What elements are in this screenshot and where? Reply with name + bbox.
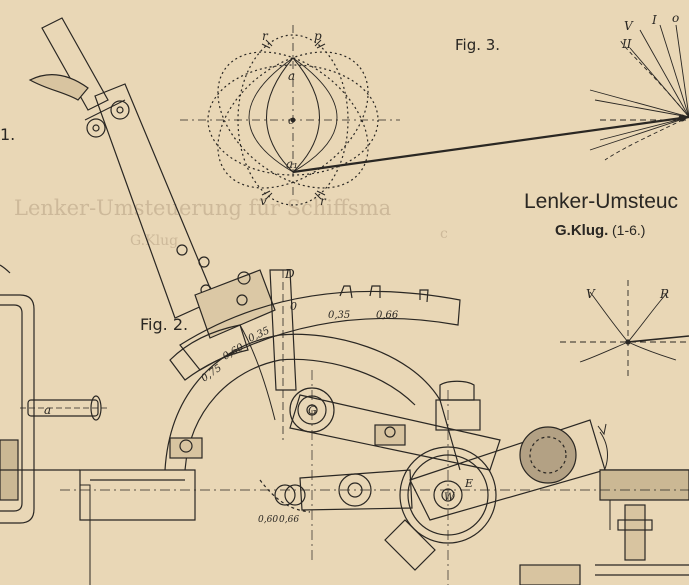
fig1-machine-part bbox=[0, 264, 110, 524]
fan2-label-R: R bbox=[659, 287, 669, 301]
fig1-label-a: a bbox=[44, 403, 51, 417]
fig2-arc-060: 0,60 bbox=[221, 342, 246, 363]
fig3-label-r-top: r bbox=[262, 29, 269, 43]
fan-label-V: V bbox=[624, 19, 634, 33]
fig3-label-r-bottom: r bbox=[320, 194, 327, 208]
bleed-text-2: G.Klug bbox=[130, 233, 178, 249]
fig2-linkage-mechanism bbox=[0, 17, 689, 585]
fig2-arc-075: 0,75 bbox=[199, 363, 224, 385]
fig2-title: Fig. 2. bbox=[140, 315, 188, 334]
fig3-title: Fig. 3. bbox=[455, 36, 500, 54]
fig2-scale-0: 0 bbox=[290, 300, 297, 313]
fig2-label-W: W bbox=[444, 492, 455, 503]
fig2-label-D: D bbox=[284, 267, 295, 281]
fig3-label-a: a bbox=[288, 69, 295, 83]
drawing-figure-range: (1-6.) bbox=[612, 222, 645, 238]
bleed-text-1: Lenker-Umsteuerung für Schiffsma bbox=[14, 196, 391, 220]
bleed-text-3: c bbox=[440, 226, 448, 242]
fig2-scale-066: 0,66 bbox=[376, 310, 399, 321]
fig1-title: 1. bbox=[0, 125, 15, 144]
drawing-author: G.Klug. bbox=[555, 222, 608, 239]
fig3-label-a1: a₁ bbox=[286, 157, 298, 171]
fig2-label-G: G bbox=[308, 404, 317, 417]
fig2-label-E: E bbox=[464, 477, 473, 490]
fig3-label-o: o bbox=[288, 114, 295, 127]
fig2-scale-035: 0,35 bbox=[328, 310, 350, 321]
fan-label-II: II bbox=[621, 37, 632, 51]
fig3-label-v-bottom: v bbox=[260, 194, 267, 208]
fan2-label-V: V bbox=[586, 287, 596, 301]
fig2-bottom-060: 0,60 bbox=[258, 515, 278, 525]
fan-diagram-top bbox=[589, 24, 689, 161]
fig3-label-p-top: p bbox=[314, 29, 322, 43]
fig2-bottom-066: 0,66 bbox=[279, 515, 299, 525]
drawing-title: Lenker-Umsteuc bbox=[524, 190, 678, 213]
fan-label-I: I bbox=[651, 13, 657, 27]
fan-label-o: o bbox=[672, 11, 679, 25]
fan-diagram-middle bbox=[560, 280, 689, 380]
